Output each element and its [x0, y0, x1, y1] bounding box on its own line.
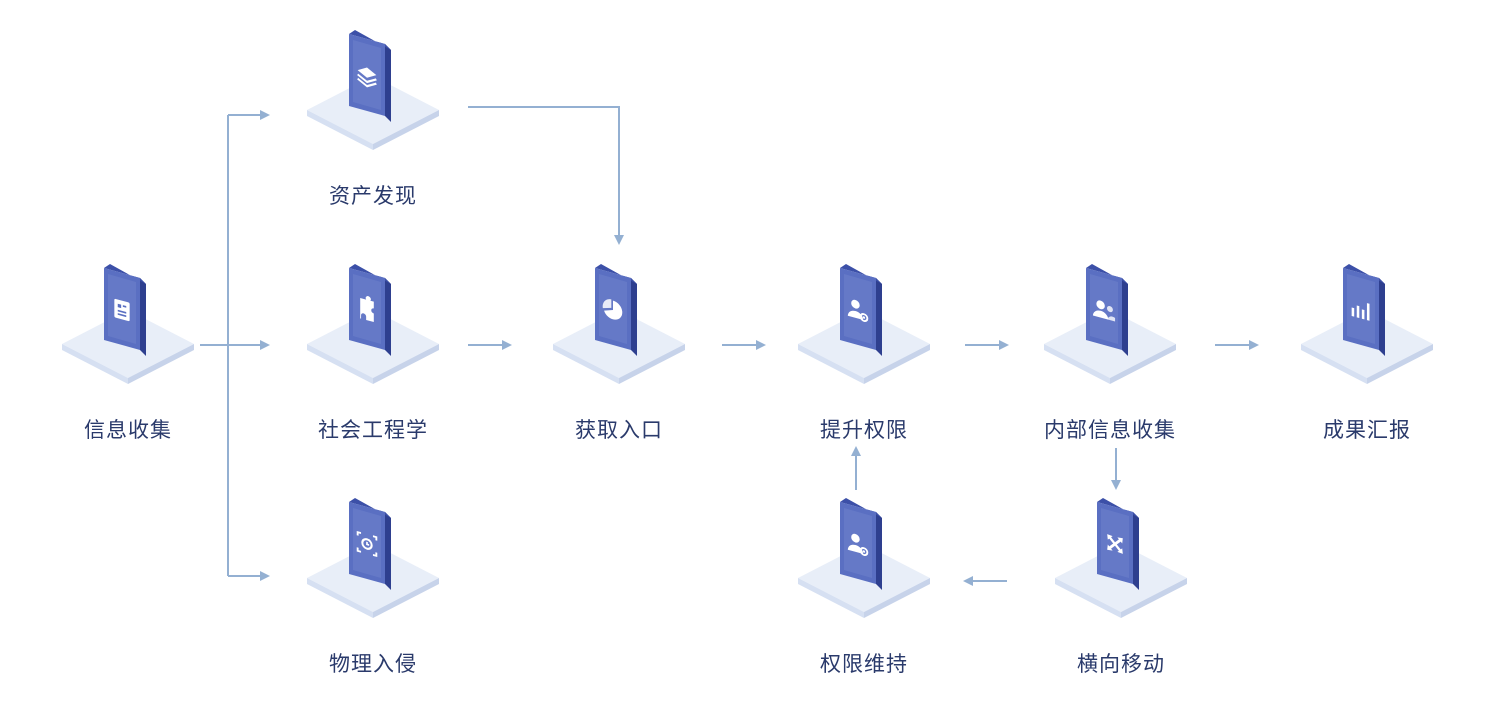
node-physical-intrusion[interactable]: 物理入侵 [253, 498, 493, 678]
isometric-tile [307, 264, 439, 384]
isometric-tile [1055, 498, 1187, 618]
node-label: 获取入口 [575, 419, 663, 442]
node-label: 权限维持 [820, 653, 908, 676]
user-gear-icon [847, 299, 869, 323]
layers-stack-icon [357, 67, 377, 88]
user-group-icon [1092, 300, 1116, 322]
node-label: 信息收集 [84, 419, 172, 442]
node-label: 物理入侵 [329, 653, 417, 676]
node-label: 社会工程学 [318, 419, 428, 442]
node-internal-info-collect[interactable]: 内部信息收集 [990, 264, 1230, 444]
isometric-tile [553, 264, 685, 384]
id-card-icon [114, 298, 130, 322]
isometric-tile [1044, 264, 1176, 384]
node-persistence[interactable]: 权限维持 [744, 498, 984, 678]
node-info-collect[interactable]: 信息收集 [8, 264, 248, 444]
isometric-tile [307, 30, 439, 150]
node-label: 横向移动 [1077, 653, 1165, 676]
node-privilege-escalation[interactable]: 提升权限 [744, 264, 984, 444]
node-label: 提升权限 [820, 419, 908, 442]
isometric-tile [798, 264, 930, 384]
pie-chart-icon [602, 299, 623, 320]
isometric-tile [62, 264, 194, 384]
node-social-engineering[interactable]: 社会工程学 [253, 264, 493, 444]
node-label: 成果汇报 [1323, 419, 1411, 442]
node-lateral-movement[interactable]: 横向移动 [1001, 498, 1241, 678]
puzzle-piece-icon [360, 296, 374, 323]
isometric-tile [798, 498, 930, 618]
connector-asset-to-access [468, 106, 624, 245]
move-arrows-icon [1107, 534, 1123, 554]
node-asset-discovery[interactable]: 资产发现 [253, 30, 493, 210]
node-result-report[interactable]: 成果汇报 [1247, 264, 1487, 444]
node-label: 资产发现 [329, 185, 417, 208]
isometric-tile [307, 498, 439, 618]
bar-chart-icon [1351, 303, 1370, 321]
isometric-tile [1301, 264, 1433, 384]
focus-frame-icon [356, 530, 378, 558]
user-gear-icon [847, 533, 869, 557]
node-gain-access[interactable]: 获取入口 [499, 264, 739, 444]
node-label: 内部信息收集 [1044, 419, 1176, 442]
